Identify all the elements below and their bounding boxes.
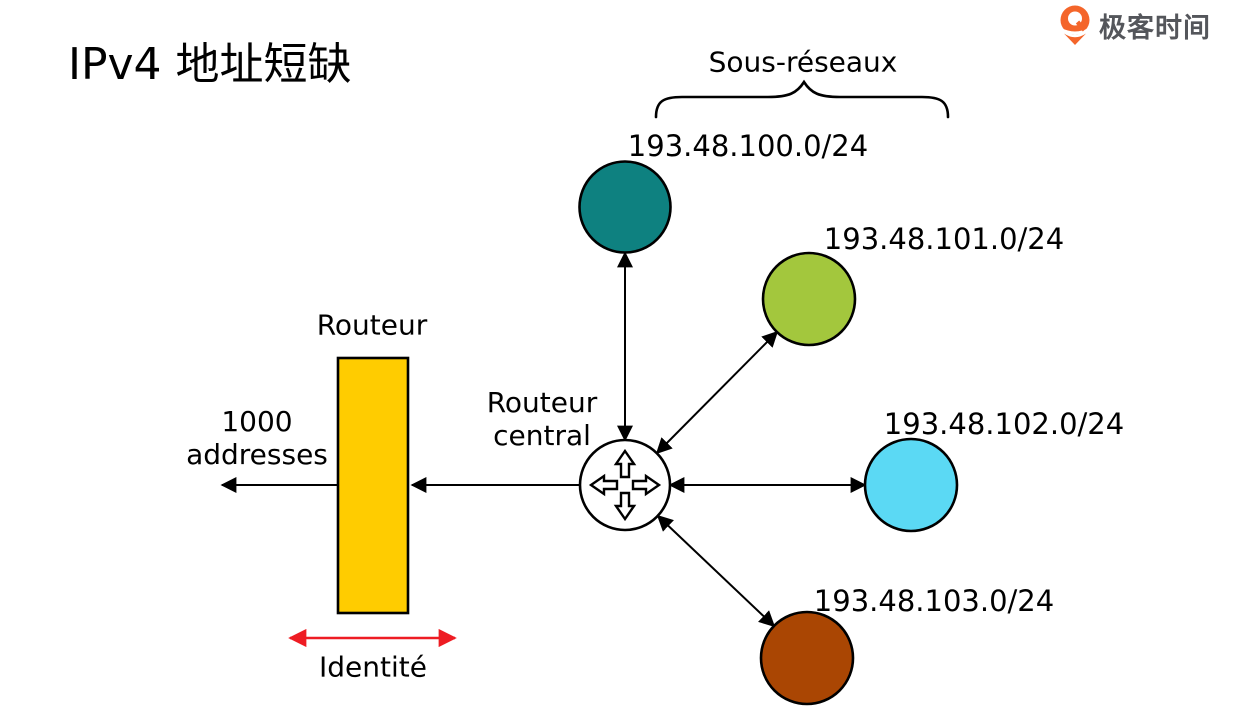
external-addresses-label: 1000 addresses <box>186 404 328 471</box>
subnets-brace <box>654 79 950 119</box>
link-central-to-subnet-101 <box>655 330 779 455</box>
central-router-label: Routeur central <box>486 385 598 452</box>
subnet-label-101: 193.48.101.0/24 <box>823 221 1065 256</box>
subnet-circle-100 <box>578 160 672 254</box>
brand-name: 极客时间 <box>1099 12 1211 44</box>
identity-label: Identité <box>319 650 427 684</box>
subnet-circle-103 <box>759 610 855 706</box>
central-router-circle <box>578 438 672 532</box>
subnet-label-100: 193.48.100.0/24 <box>627 128 869 163</box>
edge-router-rect <box>336 356 410 615</box>
edge-router-label: Routeur <box>316 308 428 342</box>
subnet-circle-102 <box>863 437 959 533</box>
subnet-label-103: 193.48.103.0/24 <box>813 583 1055 618</box>
central-router-node <box>578 438 672 532</box>
geektime-logo-icon <box>1059 5 1091 45</box>
subnet-label-102: 193.48.102.0/24 <box>883 406 1125 441</box>
subnet-circle-101 <box>761 251 857 347</box>
subnets-group-label: Sous-réseaux <box>708 45 898 79</box>
brand-logo: 极客时间 <box>1056 4 1211 46</box>
four-way-arrows-icon <box>588 448 662 522</box>
link-central-to-subnet-103 <box>656 514 776 628</box>
page-title: IPv4 地址短缺 <box>68 39 352 90</box>
